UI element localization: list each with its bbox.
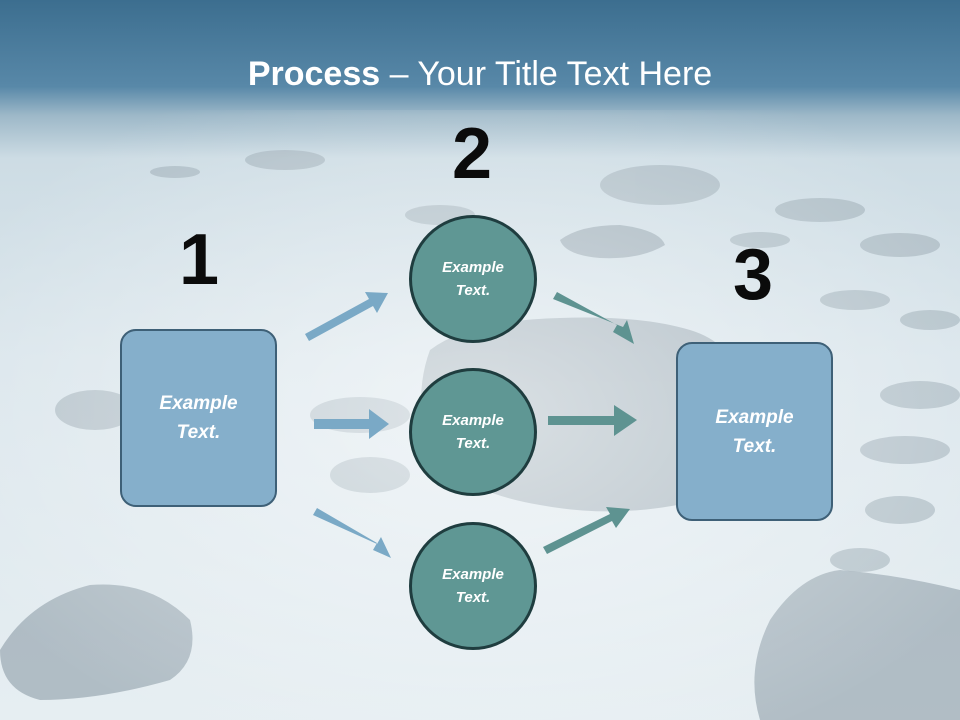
circle-top-text: Example Text. [442, 256, 504, 302]
title-bold: Process [247, 55, 381, 93]
step-1-text-line1: Example [159, 393, 238, 414]
step-3-text-line2: Text. [732, 435, 777, 457]
step-2-circle-bottom: Example Text. [409, 522, 537, 650]
step-2-circle-top: Example Text. [409, 215, 537, 343]
circle-middle-text-line2: Text. [455, 435, 491, 452]
step-1-text: Example Text. [159, 389, 237, 447]
arrow-down-right-right-icon [553, 292, 634, 344]
circle-middle-text: Example Text. [442, 409, 504, 455]
arrow-right-right-icon [548, 405, 637, 436]
step-number-3: 3 [732, 235, 774, 315]
step-3-box: Example Text. [676, 342, 833, 521]
title-rest: – Your Title Text Here [380, 55, 713, 93]
circle-bottom-text-line2: Text. [455, 589, 491, 606]
arrow-up-right-right-icon [543, 507, 630, 554]
step-3-text: Example Text. [715, 403, 793, 461]
circle-top-text-line1: Example [442, 259, 504, 276]
arrow-right-left-icon [314, 409, 389, 439]
arrow-up-right-left-icon [305, 292, 388, 341]
circle-bottom-text-line1: Example [442, 566, 504, 583]
step-1-box: Example Text. [120, 329, 277, 507]
circle-top-text-line2: Text. [455, 282, 491, 299]
circle-bottom-text: Example Text. [442, 563, 504, 609]
step-3-text-line1: Example [715, 406, 794, 428]
page-title: Process – Your Title Text Here [0, 52, 960, 96]
step-number-1: 1 [178, 220, 220, 300]
circle-middle-text-line1: Example [442, 412, 504, 429]
step-2-circle-middle: Example Text. [409, 368, 537, 496]
step-number-2: 2 [451, 114, 493, 194]
step-1-text-line2: Text. [176, 422, 221, 443]
arrow-down-right-left-icon [313, 508, 391, 558]
